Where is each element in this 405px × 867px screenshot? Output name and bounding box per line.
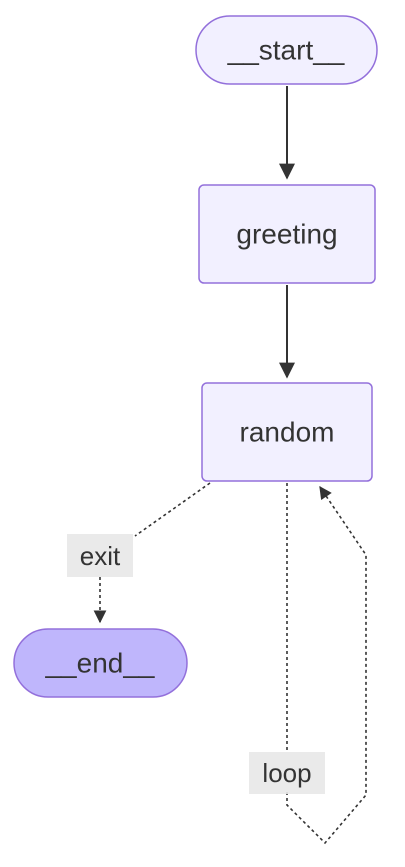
edge-label-exit: exit	[67, 534, 133, 577]
node-greeting-label: greeting	[236, 219, 337, 250]
edge-label-loop-bg	[249, 752, 325, 794]
edge-label-exit-bg	[67, 534, 133, 577]
node-end-shape	[13, 628, 188, 698]
node-random-shape	[201, 382, 373, 482]
edge-label-exit-text: exit	[80, 541, 121, 571]
node-greeting[interactable]: greeting	[198, 184, 376, 284]
node-end-label: __end__	[44, 648, 154, 679]
node-end[interactable]: __end__	[13, 628, 188, 698]
node-start-label: __start__	[227, 35, 345, 66]
edge-random-loop	[286, 483, 367, 845]
edge-random-to-end	[134, 482, 211, 537]
edge-label-loop: loop	[249, 752, 325, 794]
node-start[interactable]: __start__	[195, 15, 378, 85]
node-random-label: random	[240, 417, 335, 448]
edge-label-loop-text: loop	[262, 758, 311, 788]
node-random[interactable]: random	[201, 382, 373, 482]
node-greeting-shape	[198, 184, 376, 284]
node-start-shape	[195, 15, 378, 85]
